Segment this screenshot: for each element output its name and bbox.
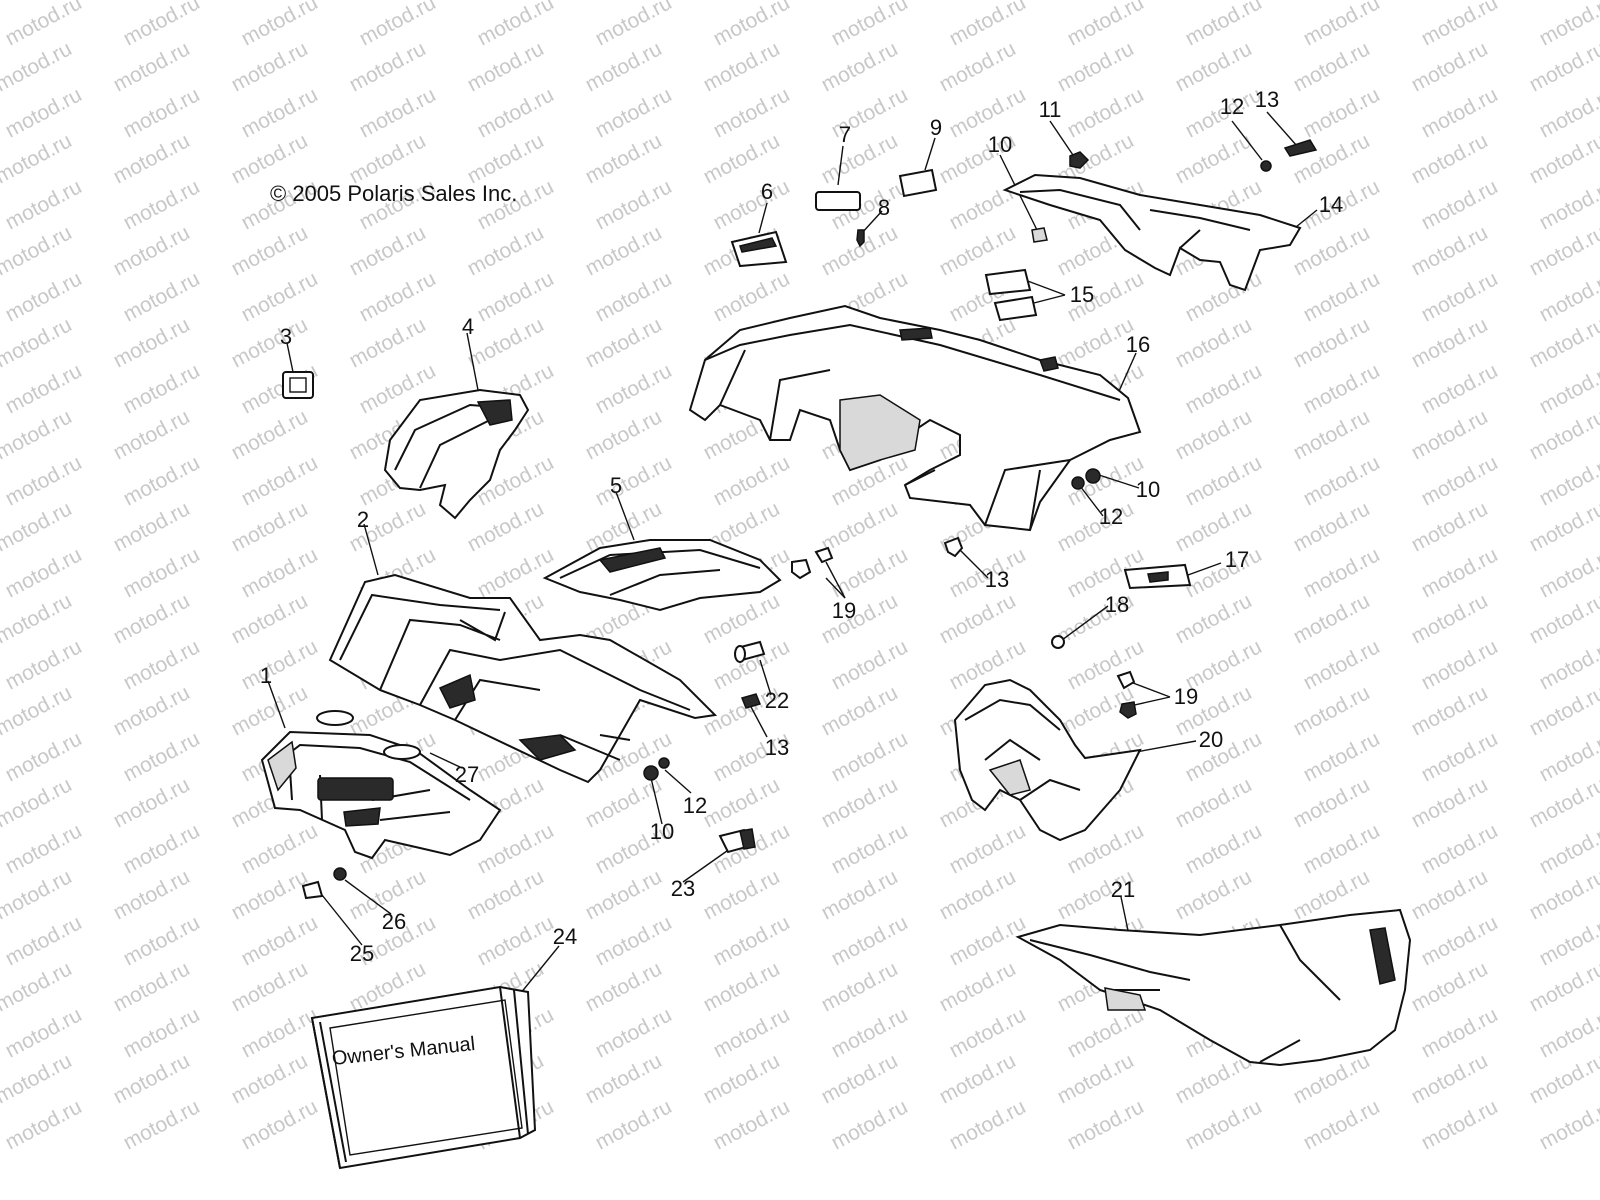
part-15 bbox=[984, 268, 1038, 322]
callout-2: 2 bbox=[356, 507, 370, 532]
callout-3: 3 bbox=[279, 324, 293, 349]
callout-13-center: 13 bbox=[764, 735, 790, 760]
part-rear-fender bbox=[688, 304, 1142, 532]
copyright-text: © 2005 Polaris Sales Inc. bbox=[270, 181, 518, 206]
callout-7: 7 bbox=[838, 122, 852, 147]
callout-25: 25 bbox=[349, 941, 375, 966]
callout-19-center: 19 bbox=[831, 598, 857, 623]
part-8 bbox=[856, 229, 865, 248]
part-front-cab bbox=[328, 573, 718, 784]
part-decal-ovals bbox=[316, 710, 421, 760]
callout-10-top: 10 bbox=[987, 132, 1013, 157]
callout-6: 6 bbox=[760, 179, 774, 204]
part-19-center bbox=[791, 546, 834, 580]
part-13-clip bbox=[943, 536, 964, 558]
callout-22: 22 bbox=[764, 688, 790, 713]
part-17 bbox=[1123, 563, 1192, 590]
part-23 bbox=[718, 828, 756, 854]
callout-10-front: 10 bbox=[649, 819, 675, 844]
callout-12-right: 12 bbox=[1098, 504, 1124, 529]
part-22 bbox=[734, 640, 766, 663]
part-18 bbox=[1051, 635, 1065, 649]
callout-19-right: 19 bbox=[1173, 684, 1199, 709]
callout-12-front: 12 bbox=[682, 793, 708, 818]
part-13-center bbox=[740, 693, 762, 709]
callout-21: 21 bbox=[1110, 877, 1136, 902]
part-6 bbox=[730, 230, 788, 268]
part-5 bbox=[542, 539, 782, 612]
part-7 bbox=[815, 191, 861, 211]
callout-27: 27 bbox=[454, 762, 480, 787]
callout-14: 14 bbox=[1318, 192, 1344, 217]
part-fasteners-top bbox=[1031, 139, 1318, 243]
callout-13-right: 13 bbox=[984, 567, 1010, 592]
callout-18: 18 bbox=[1104, 592, 1130, 617]
callout-12-top: 12 bbox=[1219, 94, 1245, 119]
callout-9: 9 bbox=[929, 115, 943, 140]
part-4 bbox=[383, 388, 530, 520]
callout-26: 26 bbox=[381, 909, 407, 934]
part-front-bumper bbox=[260, 730, 502, 860]
callout-1: 1 bbox=[259, 663, 273, 688]
callout-15: 15 bbox=[1069, 282, 1095, 307]
part-fasteners-right bbox=[1071, 468, 1101, 490]
callout-23: 23 bbox=[670, 876, 696, 901]
part-20 bbox=[953, 678, 1142, 842]
callout-20: 20 bbox=[1198, 727, 1224, 752]
callout-5: 5 bbox=[609, 473, 623, 498]
part-19-right bbox=[1116, 670, 1137, 719]
part-24-manual bbox=[310, 985, 537, 1170]
part-14 bbox=[1002, 173, 1302, 292]
callout-13-top: 13 bbox=[1254, 87, 1280, 112]
part-25-26 bbox=[301, 867, 347, 900]
part-9 bbox=[898, 168, 938, 198]
callout-17: 17 bbox=[1224, 547, 1250, 572]
part-3 bbox=[282, 371, 314, 399]
part-21-seat bbox=[1015, 908, 1412, 1067]
part-fasteners-front bbox=[643, 757, 670, 781]
callout-4: 4 bbox=[461, 314, 475, 339]
callout-16: 16 bbox=[1125, 332, 1151, 357]
callout-8: 8 bbox=[877, 195, 891, 220]
callout-24: 24 bbox=[552, 924, 578, 949]
callout-10-right: 10 bbox=[1135, 477, 1161, 502]
callout-11: 11 bbox=[1038, 97, 1062, 122]
